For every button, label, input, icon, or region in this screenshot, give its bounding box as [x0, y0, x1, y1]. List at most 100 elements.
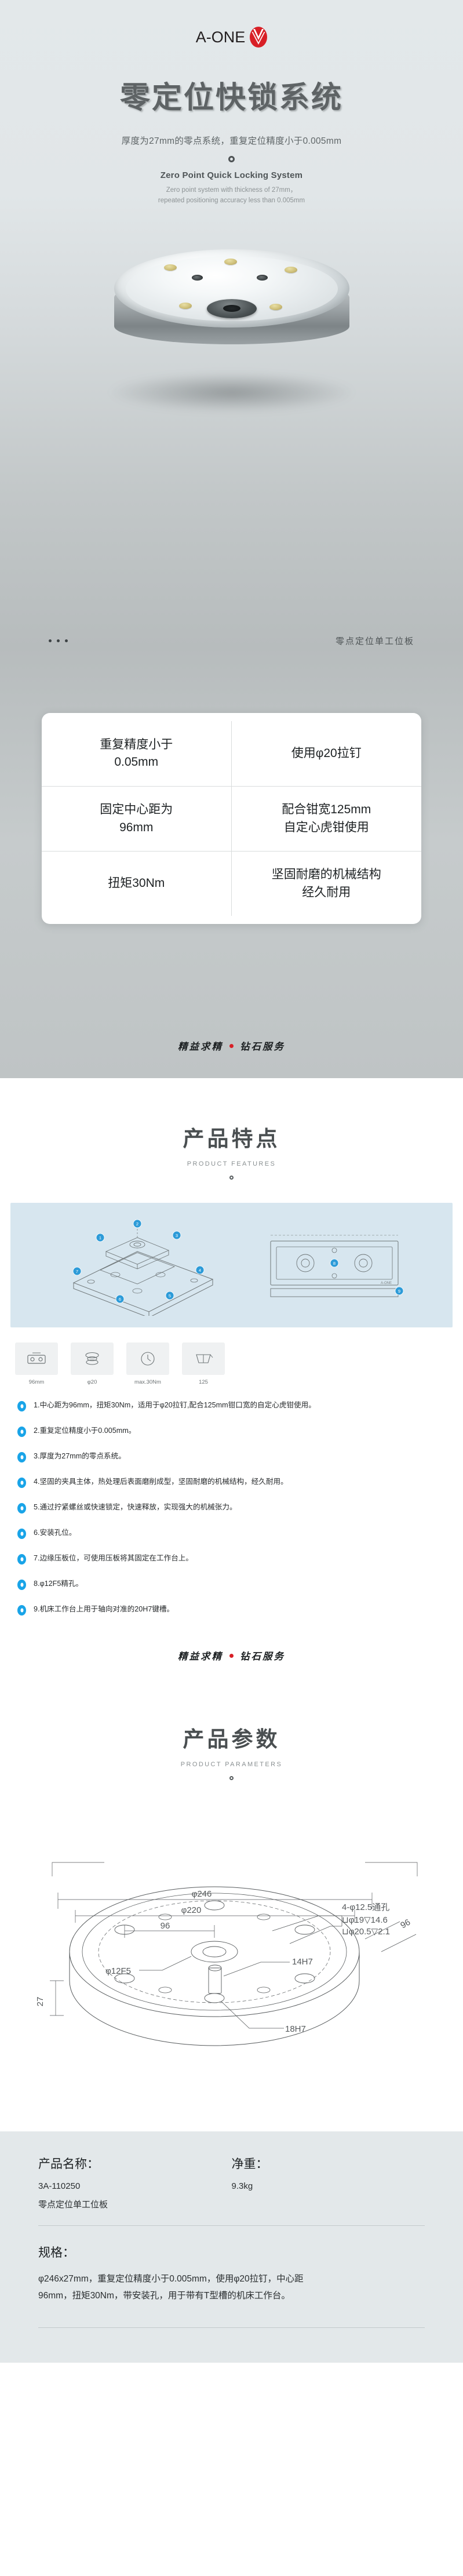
- feature-highlights-card: 重复精度小于 0.05mm 使用φ20拉钉 固定中心距为 96mm 配合钳宽12…: [42, 713, 421, 924]
- specification-body: φ246x27mm，重复定位精度小于0.005mm，使用φ20拉钉，中心距 96…: [38, 2271, 425, 2304]
- features-title: 产品特点: [183, 1126, 280, 1151]
- bullet-ring-icon: [17, 1452, 26, 1462]
- svg-text:6: 6: [118, 1297, 121, 1302]
- list-item: 1.中心距为96mm，扭矩30Nm，适用于φ20拉钉,配合125mm钳口宽的自定…: [17, 1400, 446, 1411]
- dim-thickness: 27: [35, 1997, 45, 2007]
- bullet-ring-icon: [17, 1605, 26, 1616]
- divider: [38, 2327, 425, 2328]
- spec-icon-item: φ20: [71, 1342, 114, 1385]
- product-name-cn: 零点定位单工位板: [38, 2200, 108, 2210]
- list-item-text: 8.φ12F5精孔。: [34, 1580, 83, 1588]
- exploded-view-drawing: 12 34 56 7: [72, 1219, 213, 1316]
- bullet-ring-icon: [17, 1554, 26, 1564]
- tagline-right: 钻石服务: [240, 1651, 285, 1662]
- bullet-ring-icon: [17, 1401, 26, 1411]
- svg-text:2: 2: [136, 1221, 138, 1227]
- red-dot-icon: [229, 1043, 234, 1048]
- svg-text:1: 1: [99, 1235, 101, 1240]
- net-weight-value: 9.3kg: [231, 2181, 253, 2191]
- pull-stud-icon: [71, 1342, 114, 1375]
- feature-cell: 扭矩30Nm: [42, 851, 232, 916]
- photo-caption: 零点定位单工位板: [335, 636, 414, 646]
- list-item-text: 2.重复定位精度小于0.005mm。: [34, 1427, 136, 1435]
- parameters-title: 产品参数: [183, 1727, 280, 1752]
- spec-icon-strip: 96mm φ20 ma: [0, 1327, 463, 1385]
- spec-icon-item: 125: [182, 1342, 225, 1385]
- photo-caption-row: 零点定位单工位板: [0, 635, 463, 647]
- dim-keyway: 14H7: [292, 1957, 313, 1967]
- spec-icon-caption: φ20: [87, 1379, 97, 1385]
- list-item: 3.厚度为27mm的零点系统。: [17, 1451, 446, 1462]
- spec-icon-item: 96mm: [15, 1342, 58, 1385]
- list-item-text: 6.安装孔位。: [34, 1529, 76, 1537]
- bullet-ring-icon: [17, 1427, 26, 1437]
- note-counterbore-1: 4-φ12.5通孔: [342, 1902, 389, 1912]
- tagline-left: 精益求精: [178, 1651, 223, 1662]
- feature-bullet-list: 1.中心距为96mm，扭矩30Nm，适用于φ20拉钉,配合125mm钳口宽的自定…: [0, 1385, 463, 1636]
- dim-center-distance: 96: [160, 1921, 170, 1931]
- brand-tagline: 精益求精 钻石服务: [0, 1636, 463, 1683]
- feature-cell: 固定中心距为 96mm: [42, 786, 232, 851]
- specification-line1: φ246x27mm，重复定位精度小于0.005mm，使用φ20拉钉，中心距: [38, 2274, 304, 2284]
- list-item: 4.坚固的夹具主体，热处理后表面磨削成型，坚固耐磨的机械结构，经久耐用。: [17, 1477, 446, 1488]
- feature-cell: 配合钳宽125mm 自定心虎钳使用: [231, 786, 421, 851]
- list-item: 2.重复定位精度小于0.005mm。: [17, 1426, 446, 1437]
- list-item-text: 7.边缘压板位，可使用压板将其固定在工作台上。: [34, 1554, 193, 1562]
- list-item: 9.机床工作台上用于轴向对准的20H7键槽。: [17, 1604, 446, 1616]
- divider: [38, 2225, 425, 2226]
- spec-icon-caption: 96mm: [28, 1379, 45, 1385]
- svg-text:A-ONE: A-ONE: [381, 1282, 392, 1285]
- brand-logo: A-ONE: [0, 0, 463, 48]
- center-distance-icon: [15, 1342, 58, 1375]
- bullet-ring-icon: [17, 1580, 26, 1590]
- product-features-section: 产品特点 PRODUCT FEATURES: [0, 1078, 463, 1695]
- list-item: 8.φ12F5精孔。: [17, 1579, 446, 1590]
- feature-cell: 重复精度小于 0.05mm: [42, 721, 232, 786]
- svg-text:7: 7: [75, 1269, 78, 1274]
- list-item-text: 5.通过拧紧螺丝或快速锁定，快速释放，实现强大的机械张力。: [34, 1503, 237, 1511]
- hero-subtitle-en-title: Zero Point Quick Locking System: [160, 170, 303, 180]
- hero-subtitle-en-line2: repeated positioning accuracy less than …: [158, 197, 305, 204]
- torque-icon: [126, 1342, 169, 1375]
- spec-grid: 产品名称： 3A-110250 零点定位单工位板 净重： 9.3kg: [38, 2155, 425, 2210]
- brand-tagline: 精益求精 钻石服务: [0, 1039, 463, 1053]
- specification-label: 规格：: [38, 2246, 75, 2260]
- dim-bolt-circle: φ220: [181, 1905, 201, 1915]
- parameters-subtitle: PRODUCT PARAMETERS: [180, 1761, 283, 1768]
- dim-keyway-bottom: 18H7: [285, 2024, 306, 2034]
- red-dot-icon: [229, 1653, 234, 1658]
- product-photo: [0, 227, 463, 476]
- product-detail-page: A-ONE 零定位快锁系统 厚度为27mm的零点系统，重复定位精度小于0.005…: [0, 0, 463, 2363]
- svg-text:3: 3: [175, 1233, 177, 1238]
- list-item-text: 3.厚度为27mm的零点系统。: [34, 1452, 126, 1460]
- plan-view-drawing: 89 A-ONE: [270, 1235, 403, 1297]
- svg-text:9: 9: [398, 1289, 400, 1294]
- list-item-text: 4.坚固的夹具主体，热处理后表面磨削成型，坚固耐磨的机械结构，经久耐用。: [34, 1478, 288, 1486]
- bullet-ring-icon: [17, 1503, 26, 1513]
- tagline-right: 钻石服务: [240, 1042, 285, 1052]
- hero-subtitle-en-line1: Zero point system with thickness of 27mm…: [166, 187, 297, 194]
- list-item: 7.边缘压板位，可使用压板将其固定在工作台上。: [17, 1553, 446, 1564]
- hero-subtitle-cn: 厚度为27mm的零点系统，重复定位精度小于0.005mm: [121, 136, 342, 146]
- three-dots-icon: [49, 639, 68, 642]
- product-name-code: 3A-110250: [38, 2181, 81, 2191]
- zero-point-plate-illustration: [111, 249, 353, 351]
- product-parameters-section: 产品参数 PRODUCT PARAMETERS: [0, 1695, 463, 2131]
- feature-row: 扭矩30Nm 坚固耐磨的机械结构 经久耐用: [42, 851, 421, 916]
- spec-col-weight: 净重： 9.3kg: [232, 2155, 425, 2210]
- note-counterbore-3: ⊔φ20.5▽2.1: [342, 1927, 390, 1937]
- svg-text:5: 5: [168, 1293, 170, 1298]
- tagline-left: 精益求精: [178, 1042, 223, 1052]
- hero-section: A-ONE 零定位快锁系统 厚度为27mm的零点系统，重复定位精度小于0.005…: [0, 0, 463, 1078]
- spec-icon-caption: max.30Nm: [134, 1379, 161, 1385]
- spec-table-section: 产品名称： 3A-110250 零点定位单工位板 净重： 9.3kg 规格： φ…: [0, 2131, 463, 2363]
- spec-icon-caption: 125: [199, 1379, 208, 1385]
- brand-name: A-ONE: [195, 28, 246, 46]
- dim-pin-bore: φ12F5: [105, 1966, 131, 1976]
- engineering-drawing: φ246 φ220 96 4-φ12.5通孔 ⊔φ19▽14.6 ⊔φ20.5▽…: [0, 1807, 463, 2131]
- features-subtitle: PRODUCT FEATURES: [187, 1160, 276, 1167]
- feature-cell: 使用φ20拉钉: [291, 746, 362, 760]
- vise-icon: [182, 1342, 225, 1375]
- ring-icon: [228, 156, 235, 162]
- feature-row: 重复精度小于 0.05mm 使用φ20拉钉: [42, 721, 421, 786]
